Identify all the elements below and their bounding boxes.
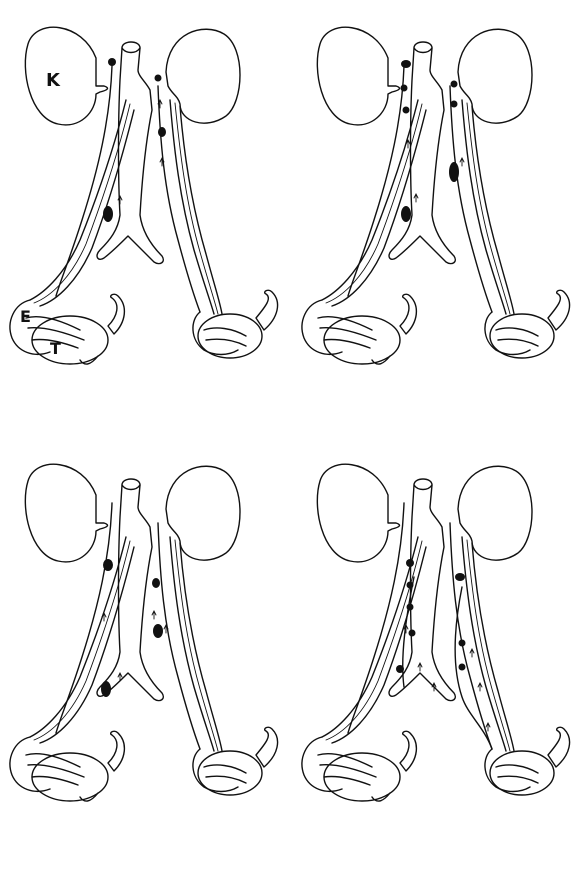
lymph-node bbox=[158, 127, 166, 137]
lymph-node bbox=[459, 664, 466, 671]
flow-arrow bbox=[432, 683, 436, 691]
testis-label: T bbox=[50, 339, 61, 358]
diagram-panel-3 bbox=[0, 437, 291, 874]
lymph-node bbox=[396, 665, 404, 673]
flow-arrow bbox=[418, 663, 422, 671]
flow-arrow bbox=[460, 158, 464, 166]
lymph-node bbox=[401, 60, 411, 68]
lymph-node bbox=[152, 578, 160, 588]
flow-arrow bbox=[486, 723, 490, 731]
lymph-node bbox=[407, 604, 414, 611]
lymph-node bbox=[403, 107, 410, 114]
flow-arrow bbox=[152, 611, 156, 619]
anatomy-drawing-1: K E T bbox=[0, 0, 291, 437]
lymph-node bbox=[455, 573, 465, 581]
epididymis-label: E bbox=[20, 307, 31, 326]
lymph-node bbox=[409, 630, 416, 637]
lymph-node bbox=[401, 85, 408, 92]
anatomy-drawing-4 bbox=[292, 437, 583, 874]
lymph-node bbox=[407, 582, 414, 589]
flow-arrow bbox=[470, 649, 474, 657]
anatomy-drawing-3 bbox=[0, 437, 291, 874]
lymph-node bbox=[153, 624, 163, 638]
lymph-node bbox=[103, 206, 113, 222]
diagram-panel-4 bbox=[292, 437, 583, 874]
lymph-node bbox=[155, 75, 162, 82]
flow-arrow bbox=[478, 683, 482, 691]
diagram-panel-1: K E T bbox=[0, 0, 291, 437]
lymph-node bbox=[449, 162, 459, 182]
lymph-node bbox=[101, 681, 111, 697]
lymph-node bbox=[451, 81, 458, 88]
lymph-node bbox=[103, 559, 113, 571]
lymph-node bbox=[108, 58, 116, 66]
lymph-node bbox=[406, 559, 414, 567]
kidney-label: K bbox=[46, 70, 61, 91]
lymph-node bbox=[459, 640, 466, 647]
diagram-panel-2 bbox=[292, 0, 583, 437]
lymph-node bbox=[401, 206, 411, 222]
anatomy-drawing-2 bbox=[292, 0, 583, 437]
flow-arrow bbox=[414, 194, 418, 202]
lymph-node bbox=[451, 101, 458, 108]
